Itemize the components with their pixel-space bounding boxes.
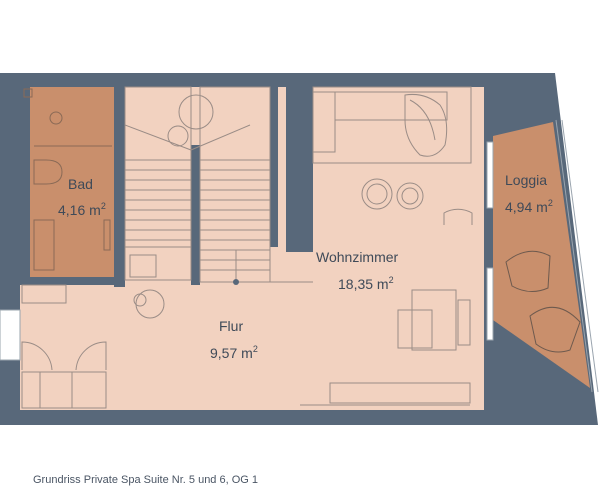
plan-caption: Grundriss Private Spa Suite Nr. 5 und 6,… — [33, 474, 258, 486]
living-room-furniture — [312, 86, 473, 351]
room-area-loggia: 4,94 m2 — [505, 198, 553, 215]
room-label-wohnzimmer: Wohnzimmer — [316, 249, 399, 265]
floor-plan: Bad 4,16 m2 Loggia 4,94 m2 Wohnzimmer 18… — [0, 73, 599, 425]
room-label-bad: Bad — [68, 176, 93, 192]
interior-floor — [20, 87, 484, 410]
interior-walls — [20, 87, 493, 410]
windows — [0, 141, 494, 361]
flur-fixtures — [21, 246, 471, 409]
loggia-railing — [555, 119, 599, 393]
room-label-flur: Flur — [219, 318, 243, 334]
room-label-loggia: Loggia — [505, 172, 547, 188]
loggia-furniture — [505, 250, 581, 353]
staircase — [124, 86, 313, 285]
room-area-flur: 9,57 m2 — [210, 344, 258, 361]
room-area-bad: 4,16 m2 — [58, 201, 106, 218]
bathroom-fixtures — [23, 88, 112, 271]
room-area-wohnzimmer: 18,35 m2 — [338, 275, 394, 292]
bathroom-floor — [30, 87, 114, 277]
loggia-floor — [493, 122, 590, 388]
